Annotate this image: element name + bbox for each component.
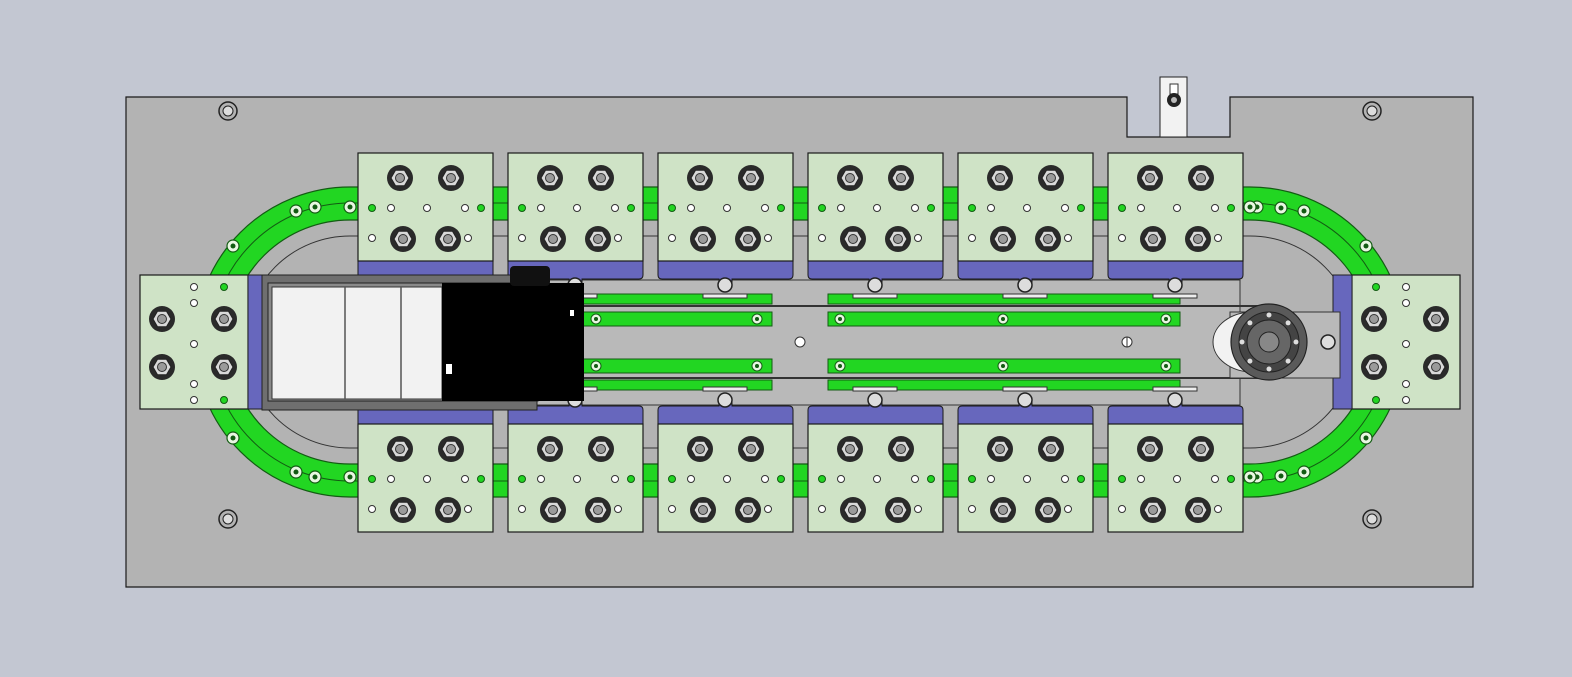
hex-bolt-icon [1037,435,1065,463]
hex-bolt-icon [386,164,414,192]
hex-bolt-icon [686,164,714,192]
hex-bolt-icon [1139,225,1167,253]
hex-bolt-icon [689,496,717,524]
hex-bolt-icon [686,435,714,463]
hole-icon [218,509,238,529]
hex-bolt-icon [989,496,1017,524]
hex-bolt-icon [1034,496,1062,524]
hole-icon [1362,101,1382,121]
pallet-carrier-icon [1107,423,1244,533]
top-mount-block [957,260,1094,299]
hex-bolt-icon [536,164,564,192]
hex-bolt-icon [587,164,615,192]
hex-bolt-icon [386,435,414,463]
hex-bolt-icon [389,225,417,253]
hex-bolt-icon [689,225,717,253]
drive-pulley [1212,303,1341,381]
top-mount-block [1107,260,1244,299]
hex-bolt-icon [539,225,567,253]
hex-bolt-icon [836,164,864,192]
bottom-mount-blocks [357,386,1244,425]
bottom-mount-block [957,386,1094,425]
left-end-mount [247,274,263,410]
hex-bolt-icon [986,164,1014,192]
hex-bolt-icon [836,435,864,463]
hex-bolt-icon [434,496,462,524]
hex-bolt-icon [986,435,1014,463]
servo-motor [261,266,584,411]
hex-bolt-icon [1139,496,1167,524]
pallet-carrier-icon [507,152,644,262]
hex-bolt-icon [1187,435,1215,463]
bottom-mount-block [807,386,944,425]
hex-bolt-icon [1187,164,1215,192]
top-mount-block [807,260,944,299]
hex-bolt-icon [884,496,912,524]
hex-bolt-icon [734,496,762,524]
pallet-carrier-icon [807,152,944,262]
right-end-carrier [1351,274,1461,410]
top-clamp [1159,76,1188,138]
pallet-carrier-icon [507,423,644,533]
hex-bolt-icon [584,225,612,253]
hex-bolt-icon [1136,164,1164,192]
hex-bolt-icon [1037,164,1065,192]
pallet-carrier-icon [957,152,1094,262]
drive-belt [560,305,1265,379]
inner-rails [579,293,1181,391]
hex-bolt-icon [539,496,567,524]
hex-bolt-icon [536,435,564,463]
corner-holes [218,101,1382,529]
hex-bolt-icon [434,225,462,253]
hex-bolt-icon [884,225,912,253]
hex-bolt-icon [1034,225,1062,253]
hex-bolt-icon [587,435,615,463]
pallet-carrier-icon [1107,152,1244,262]
hex-bolt-icon [887,435,915,463]
hex-bolt-icon [839,496,867,524]
hex-bolt-icon [734,225,762,253]
hex-bolt-icon [437,164,465,192]
pallet-carrier-icon [657,152,794,262]
pallet-carrier-icon [657,423,794,533]
left-end-carrier [139,274,249,410]
bottom-carriers [357,423,1244,533]
pallet-carrier-icon [957,423,1094,533]
hole-icon [1362,509,1382,529]
hex-bolt-icon [887,164,915,192]
top-mount-block [657,260,794,299]
pallet-carrier-icon [357,152,494,262]
hex-bolt-icon [1136,435,1164,463]
hex-bolt-icon [584,496,612,524]
hex-bolt-icon [1184,496,1212,524]
pallet-carrier-icon [357,423,494,533]
top-carriers [357,152,1244,262]
bottom-mount-block [1107,386,1244,425]
hex-bolt-icon [737,164,765,192]
hex-bolt-icon [1184,225,1212,253]
hole-icon [218,101,238,121]
hex-bolt-icon [989,225,1017,253]
bottom-mount-block [657,386,794,425]
hex-bolt-icon [437,435,465,463]
hex-bolt-icon [389,496,417,524]
hex-bolt-icon [839,225,867,253]
hex-bolt-icon [737,435,765,463]
pallet-carrier-icon [807,423,944,533]
